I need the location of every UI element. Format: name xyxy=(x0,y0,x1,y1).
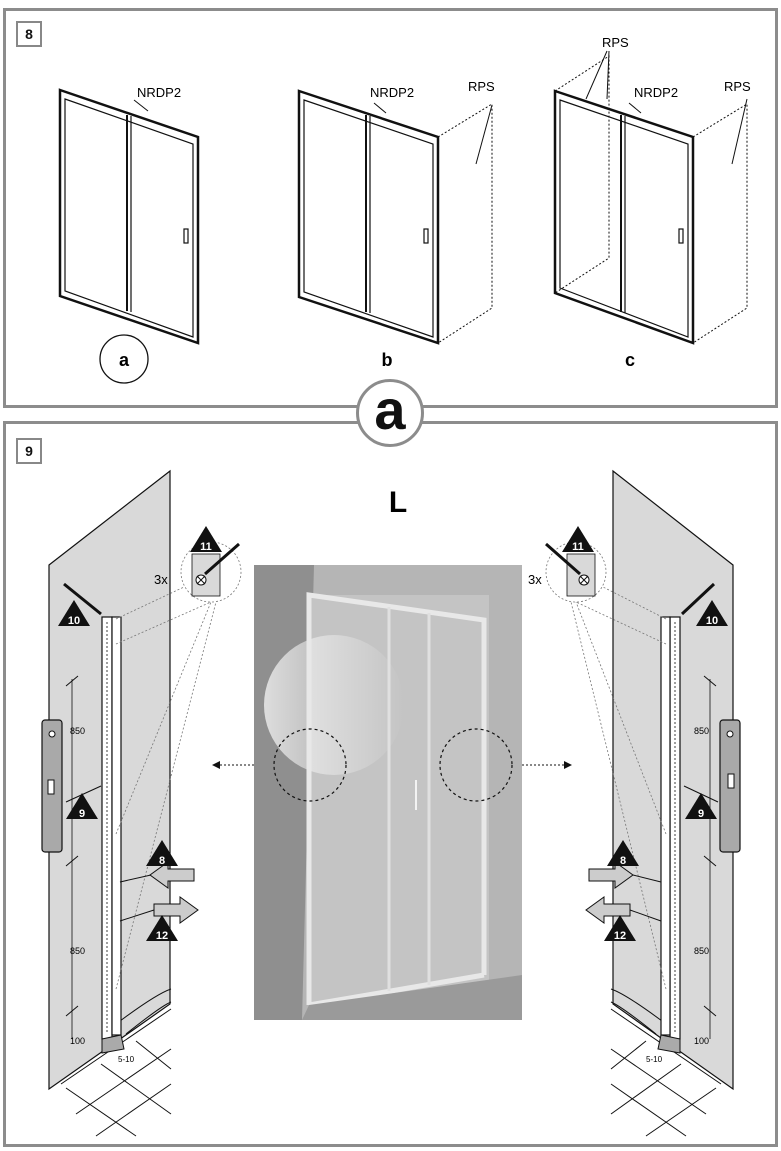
variant-a-door xyxy=(58,88,200,345)
marker-11-left: 11 xyxy=(200,541,212,553)
step-number: 8 xyxy=(16,21,42,47)
dim-5-10-left: 5-10 xyxy=(118,1055,135,1064)
count-left: 3x xyxy=(154,572,168,587)
variant-c-badge: c xyxy=(625,350,635,370)
marker-9-left: 9 xyxy=(79,808,85,820)
dim-850-upper-right: 850 xyxy=(694,726,709,736)
label-nrdp2-b: NRDP2 xyxy=(370,85,414,100)
dim-850-upper-left: 850 xyxy=(70,726,85,736)
label-nrdp2-a: NRDP2 xyxy=(137,85,181,100)
label-rps-b: RPS xyxy=(468,79,495,94)
marker-12-right: 12 xyxy=(614,930,626,942)
dim-5-10-right: 5-10 xyxy=(646,1055,663,1064)
marker-9-right: 9 xyxy=(698,808,704,820)
right-wall xyxy=(545,469,741,1137)
step-9-diagram: L xyxy=(41,469,741,1137)
label-nrdp2-c: NRDP2 xyxy=(634,85,678,100)
marker-10-right: 10 xyxy=(706,615,718,627)
label-rps-c-left: RPS xyxy=(602,35,629,50)
svg-text:a: a xyxy=(119,350,130,370)
label-rps-c-right: RPS xyxy=(724,79,751,94)
variant-b-badge: b xyxy=(382,350,393,370)
variant-b-door xyxy=(297,89,493,345)
variant-a-badge: a xyxy=(99,334,149,384)
marker-8-left: 8 xyxy=(159,855,165,867)
dim-850-lower-left: 850 xyxy=(70,946,85,956)
marker-10-left: 10 xyxy=(68,615,80,627)
step-9-panel: 9 L xyxy=(3,421,778,1147)
dim-850-lower-right: 850 xyxy=(694,946,709,956)
marker-8-right: 8 xyxy=(620,855,626,867)
installed-door-photo xyxy=(254,565,522,1020)
step-8-diagram: NRDP2 a NRDP2 RPS b xyxy=(58,35,751,384)
variant-c-door xyxy=(553,50,748,345)
variant-a-badge-large: a xyxy=(356,379,424,447)
marker-12-left: 12 xyxy=(156,930,168,942)
step-8-panel: 8 NRDP2 a NRDP2 RPS b xyxy=(3,8,778,408)
side-label: L xyxy=(389,486,407,519)
dim-100-left: 100 xyxy=(70,1036,85,1046)
dim-100-right: 100 xyxy=(694,1036,709,1046)
marker-11-right: 11 xyxy=(572,541,584,553)
count-right: 3x xyxy=(528,572,542,587)
step-number: 9 xyxy=(16,438,42,464)
